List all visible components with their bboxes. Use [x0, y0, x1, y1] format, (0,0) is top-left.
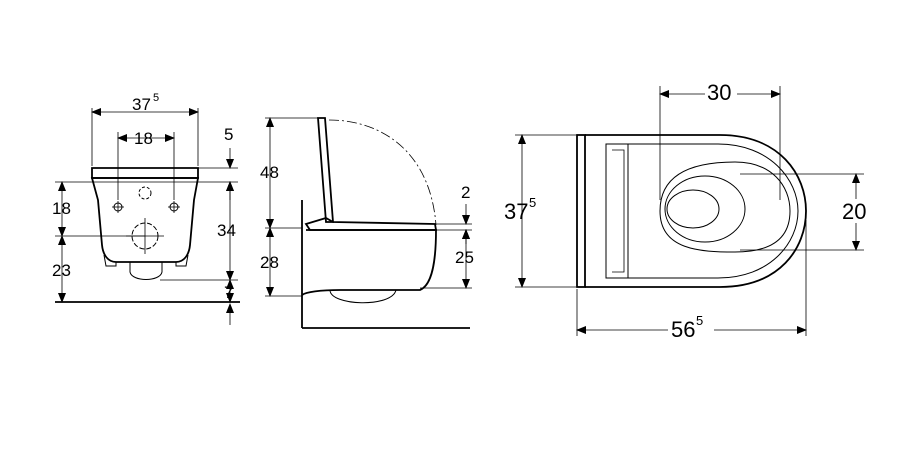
top-hinge-block	[605, 143, 629, 279]
top-inner-rim	[606, 143, 799, 279]
side-outlet	[329, 289, 397, 304]
side-body	[301, 229, 437, 296]
dim-rim-height: 25	[455, 248, 474, 267]
lid-swing-arc	[328, 119, 437, 226]
dim-body-height: 34	[217, 221, 236, 240]
dim-floor-gap: 7	[224, 283, 233, 302]
top-hinge-inner	[612, 149, 625, 273]
dim-front-width: 37	[132, 95, 151, 114]
top-view: 37 5 30 20 56 5	[504, 80, 872, 342]
top-outer-shell	[585, 134, 807, 288]
fixing-hole-left	[112, 201, 124, 213]
dim-top-depth-sup: 5	[529, 195, 536, 210]
dim-total-length: 56	[671, 317, 695, 342]
dim-total-height: 48	[260, 163, 279, 182]
dim-front-width-sup: 5	[153, 92, 159, 104]
water-inlet-circle	[138, 186, 152, 200]
dim-top-depth: 37	[504, 199, 528, 224]
front-foot-left	[103, 254, 117, 267]
top-wall-plate	[576, 134, 586, 288]
fixing-hole-right	[168, 201, 180, 213]
dim-total-length-sup: 5	[696, 313, 703, 328]
side-lid-raised	[317, 117, 334, 223]
dim-bowl-depth: 20	[842, 199, 866, 224]
dim-lid-thickness: 5	[224, 125, 233, 144]
dim-outlet-height: 23	[52, 261, 71, 280]
dim-seat-height: 28	[260, 253, 279, 272]
front-view: 37 5 18 5 34 18 23 7	[52, 92, 240, 325]
top-bowl-outer	[659, 161, 791, 253]
side-view: 48 28 2 25	[260, 117, 474, 329]
top-bowl-drain	[666, 189, 720, 229]
dim-seat-gap: 2	[461, 183, 470, 202]
top-bowl-mid	[664, 175, 746, 243]
front-seat	[91, 167, 199, 179]
dim-mount-height: 18	[52, 199, 71, 218]
dim-hole-spacing: 18	[134, 129, 153, 148]
dim-bowl-width: 30	[707, 80, 731, 105]
front-outlet	[129, 262, 163, 280]
front-foot-right	[175, 254, 189, 267]
